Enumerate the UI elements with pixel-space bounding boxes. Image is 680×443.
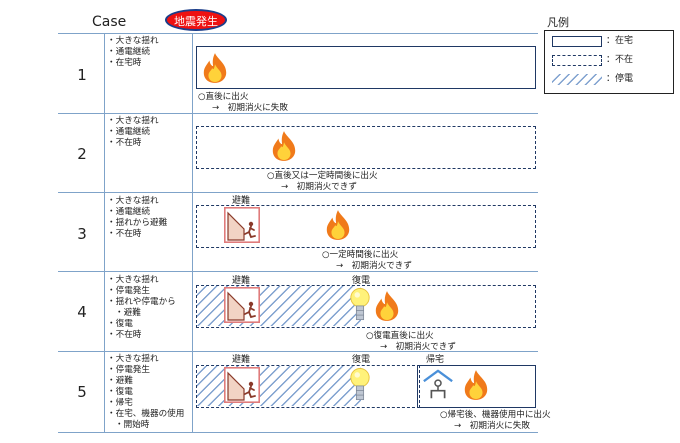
case-conditions-2: 大きな揺れ 通電継続 不在時 [107,116,159,149]
column-divider-number [104,33,105,432]
row-divider-1 [58,113,538,114]
legend-label: ：在宅 [606,36,634,46]
condition-item: 大きな揺れ [107,36,159,47]
case-number-1: 1 [77,66,87,84]
condition-item: 大きな揺れ [107,116,159,127]
row-divider-4 [58,351,538,352]
condition-item: 復電 [107,387,184,398]
case-conditions-5: 大きな揺れ 停電発生 避難 復電 帰宅 在宅、機器の使用 開始時 [107,354,185,431]
legend-label: ：不在 [606,55,634,65]
case-column-header: Case [92,14,127,30]
row-divider-top [58,33,538,34]
case-note-line: ○直後に出火 [198,92,249,102]
return-home-icon [421,368,455,402]
legend-title: 凡例 [547,16,569,29]
column-divider-conditions [192,33,193,432]
row-divider-2 [58,192,538,193]
case-note-5: ○帰宅後、機器使用中に出火 → 初期消火に失敗 [440,410,551,432]
legend-swatch-solid [552,36,602,47]
case-conditions-3: 大きな揺れ 通電継続 揺れから避難 不在時 [107,196,168,240]
case-note-line: ○一定時間後に出火 [322,250,399,260]
fire-icon [324,209,352,241]
case-note-line: → 初期消火に失敗 [454,421,530,431]
evacuation-icon [224,287,260,323]
row-divider-3 [58,271,538,272]
fire-icon [270,130,298,162]
legend-label: ：停電 [606,74,634,84]
condition-item: 通電継続 [107,127,159,138]
case-note-line: → 初期消火に失敗 [212,103,288,113]
case-note-line: ○帰宅後、機器使用中に出火 [440,410,551,420]
condition-item: 停電発生 [107,286,176,297]
timeline-away-case-3 [196,205,536,248]
legend-swatch-hatched [552,74,602,85]
condition-item-continued: 避難 [107,308,176,319]
fire-icon [373,290,401,322]
condition-item: 揺れや停電から [107,297,176,308]
condition-item: 在宅時 [107,58,159,69]
condition-item: 不在時 [107,229,167,240]
timeline-away-case-2 [196,126,536,169]
legend-box: ：在宅 ：不在 ：停電 [544,30,674,94]
timeline-home-case-5 [417,365,536,408]
fire-icon [201,52,229,84]
return-home-label: 帰宅 [426,355,445,365]
condition-item: 不在時 [107,330,176,341]
case-conditions-1: 大きな揺れ 通電継続 在宅時 [107,36,159,69]
case-note-line: → 初期消火できず [380,342,456,352]
legend-item-away: ：不在 [552,54,670,68]
timeline-away-case-5 [196,365,420,408]
condition-item-continued: 開始時 [107,420,184,431]
light-bulb-icon [349,365,371,405]
legend-item-home: ：在宅 [552,35,670,49]
timeline-away-case-4 [196,285,536,328]
case-note-4: ○復電直後に出火 → 初期消火できず [366,331,456,353]
condition-item: 大きな揺れ [107,196,167,207]
condition-item: 通電継続 [107,207,167,218]
condition-item: 復電 [107,319,176,330]
timeline-home-case-1 [196,46,536,89]
fire-icon [462,369,490,401]
condition-item: 不在時 [107,138,159,149]
power-restored-label: 復電 [352,355,371,365]
legend-swatch-dashed [552,55,602,66]
earthquake-badge: 地震発生 [165,9,227,31]
case-note-2: ○直後又は一定時間後に出火 → 初期消火できず [267,171,378,193]
evacuation-label: 避難 [232,355,251,365]
case-note-1: ○直後に出火 → 初期消火に失敗 [198,92,288,114]
case-conditions-4: 大きな揺れ 停電発生 揺れや停電から 避難 復電 不在時 [107,275,176,341]
condition-item: 大きな揺れ [107,275,176,286]
condition-item: 帰宅 [107,398,184,409]
evacuation-icon [224,367,260,403]
condition-item: 揺れから避難 [107,218,168,229]
condition-item: 在宅、機器の使用 [107,409,185,420]
row-divider-bottom [58,432,538,433]
evacuation-label: 避難 [232,276,251,286]
case-number-5: 5 [77,383,87,401]
condition-item: 避難 [107,376,184,387]
evacuation-label: 避難 [232,196,251,206]
case-number-4: 4 [77,303,87,321]
case-note-line: → 初期消火できず [336,261,412,271]
case-number-2: 2 [77,145,87,163]
case-note-line: → 初期消火できず [281,182,357,192]
case-note-3: ○一定時間後に出火 → 初期消火できず [322,250,412,272]
condition-item: 通電継続 [107,47,159,58]
light-bulb-icon [349,285,371,325]
case-note-line: ○復電直後に出火 [366,331,434,341]
power-restored-label: 復電 [352,276,371,286]
case-number-3: 3 [77,225,87,243]
evacuation-icon [224,207,260,243]
condition-item: 停電発生 [107,365,184,376]
legend-item-outage: ：停電 [552,73,670,87]
condition-item: 大きな揺れ [107,354,184,365]
case-note-line: ○直後又は一定時間後に出火 [267,171,378,181]
